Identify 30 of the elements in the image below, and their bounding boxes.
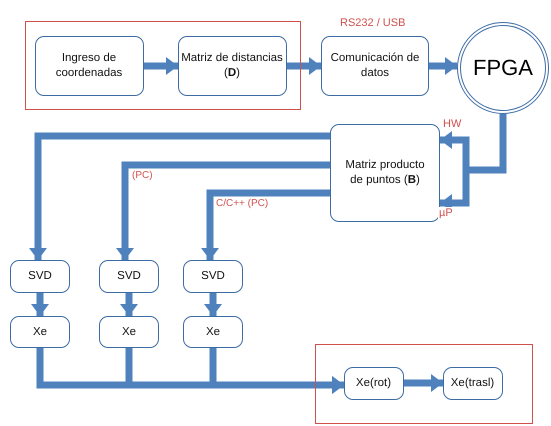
process-box: SVD xyxy=(10,260,70,293)
group-frame xyxy=(25,21,301,110)
arrow xyxy=(120,293,138,316)
process-box: Comunicación de datos xyxy=(321,36,429,96)
arrow xyxy=(287,57,321,75)
edge-label: µP xyxy=(438,207,454,219)
process-box: Xe xyxy=(10,316,70,348)
group-frame xyxy=(315,344,533,424)
process-box: Xe xyxy=(183,316,243,348)
process-box: Xe(trasl) xyxy=(442,366,502,400)
edge-label: HW xyxy=(442,118,462,130)
arrow xyxy=(429,57,457,75)
arrow xyxy=(29,132,330,260)
process-box: Xe xyxy=(99,316,159,348)
interface-label: RS232 / USB xyxy=(339,17,406,29)
process-box: SVD xyxy=(99,260,159,293)
edge-label: (PC) xyxy=(131,170,154,181)
arrow xyxy=(116,162,330,260)
fpga-circle: FPGA xyxy=(457,22,549,114)
arrow xyxy=(201,190,330,260)
process-box: SVD xyxy=(183,260,243,293)
arrow xyxy=(31,293,49,316)
process-box: Matriz de distancias (D) xyxy=(178,36,286,96)
arrow xyxy=(404,374,443,392)
process-box: Ingreso de coordenadas xyxy=(34,36,144,96)
process-box: Matriz producto de puntos (B) xyxy=(330,124,440,222)
process-box: Xe(rot) xyxy=(344,366,404,400)
arrow xyxy=(204,293,222,316)
edge-label: C/C++ (PC) xyxy=(215,198,270,209)
arrow xyxy=(144,57,178,75)
